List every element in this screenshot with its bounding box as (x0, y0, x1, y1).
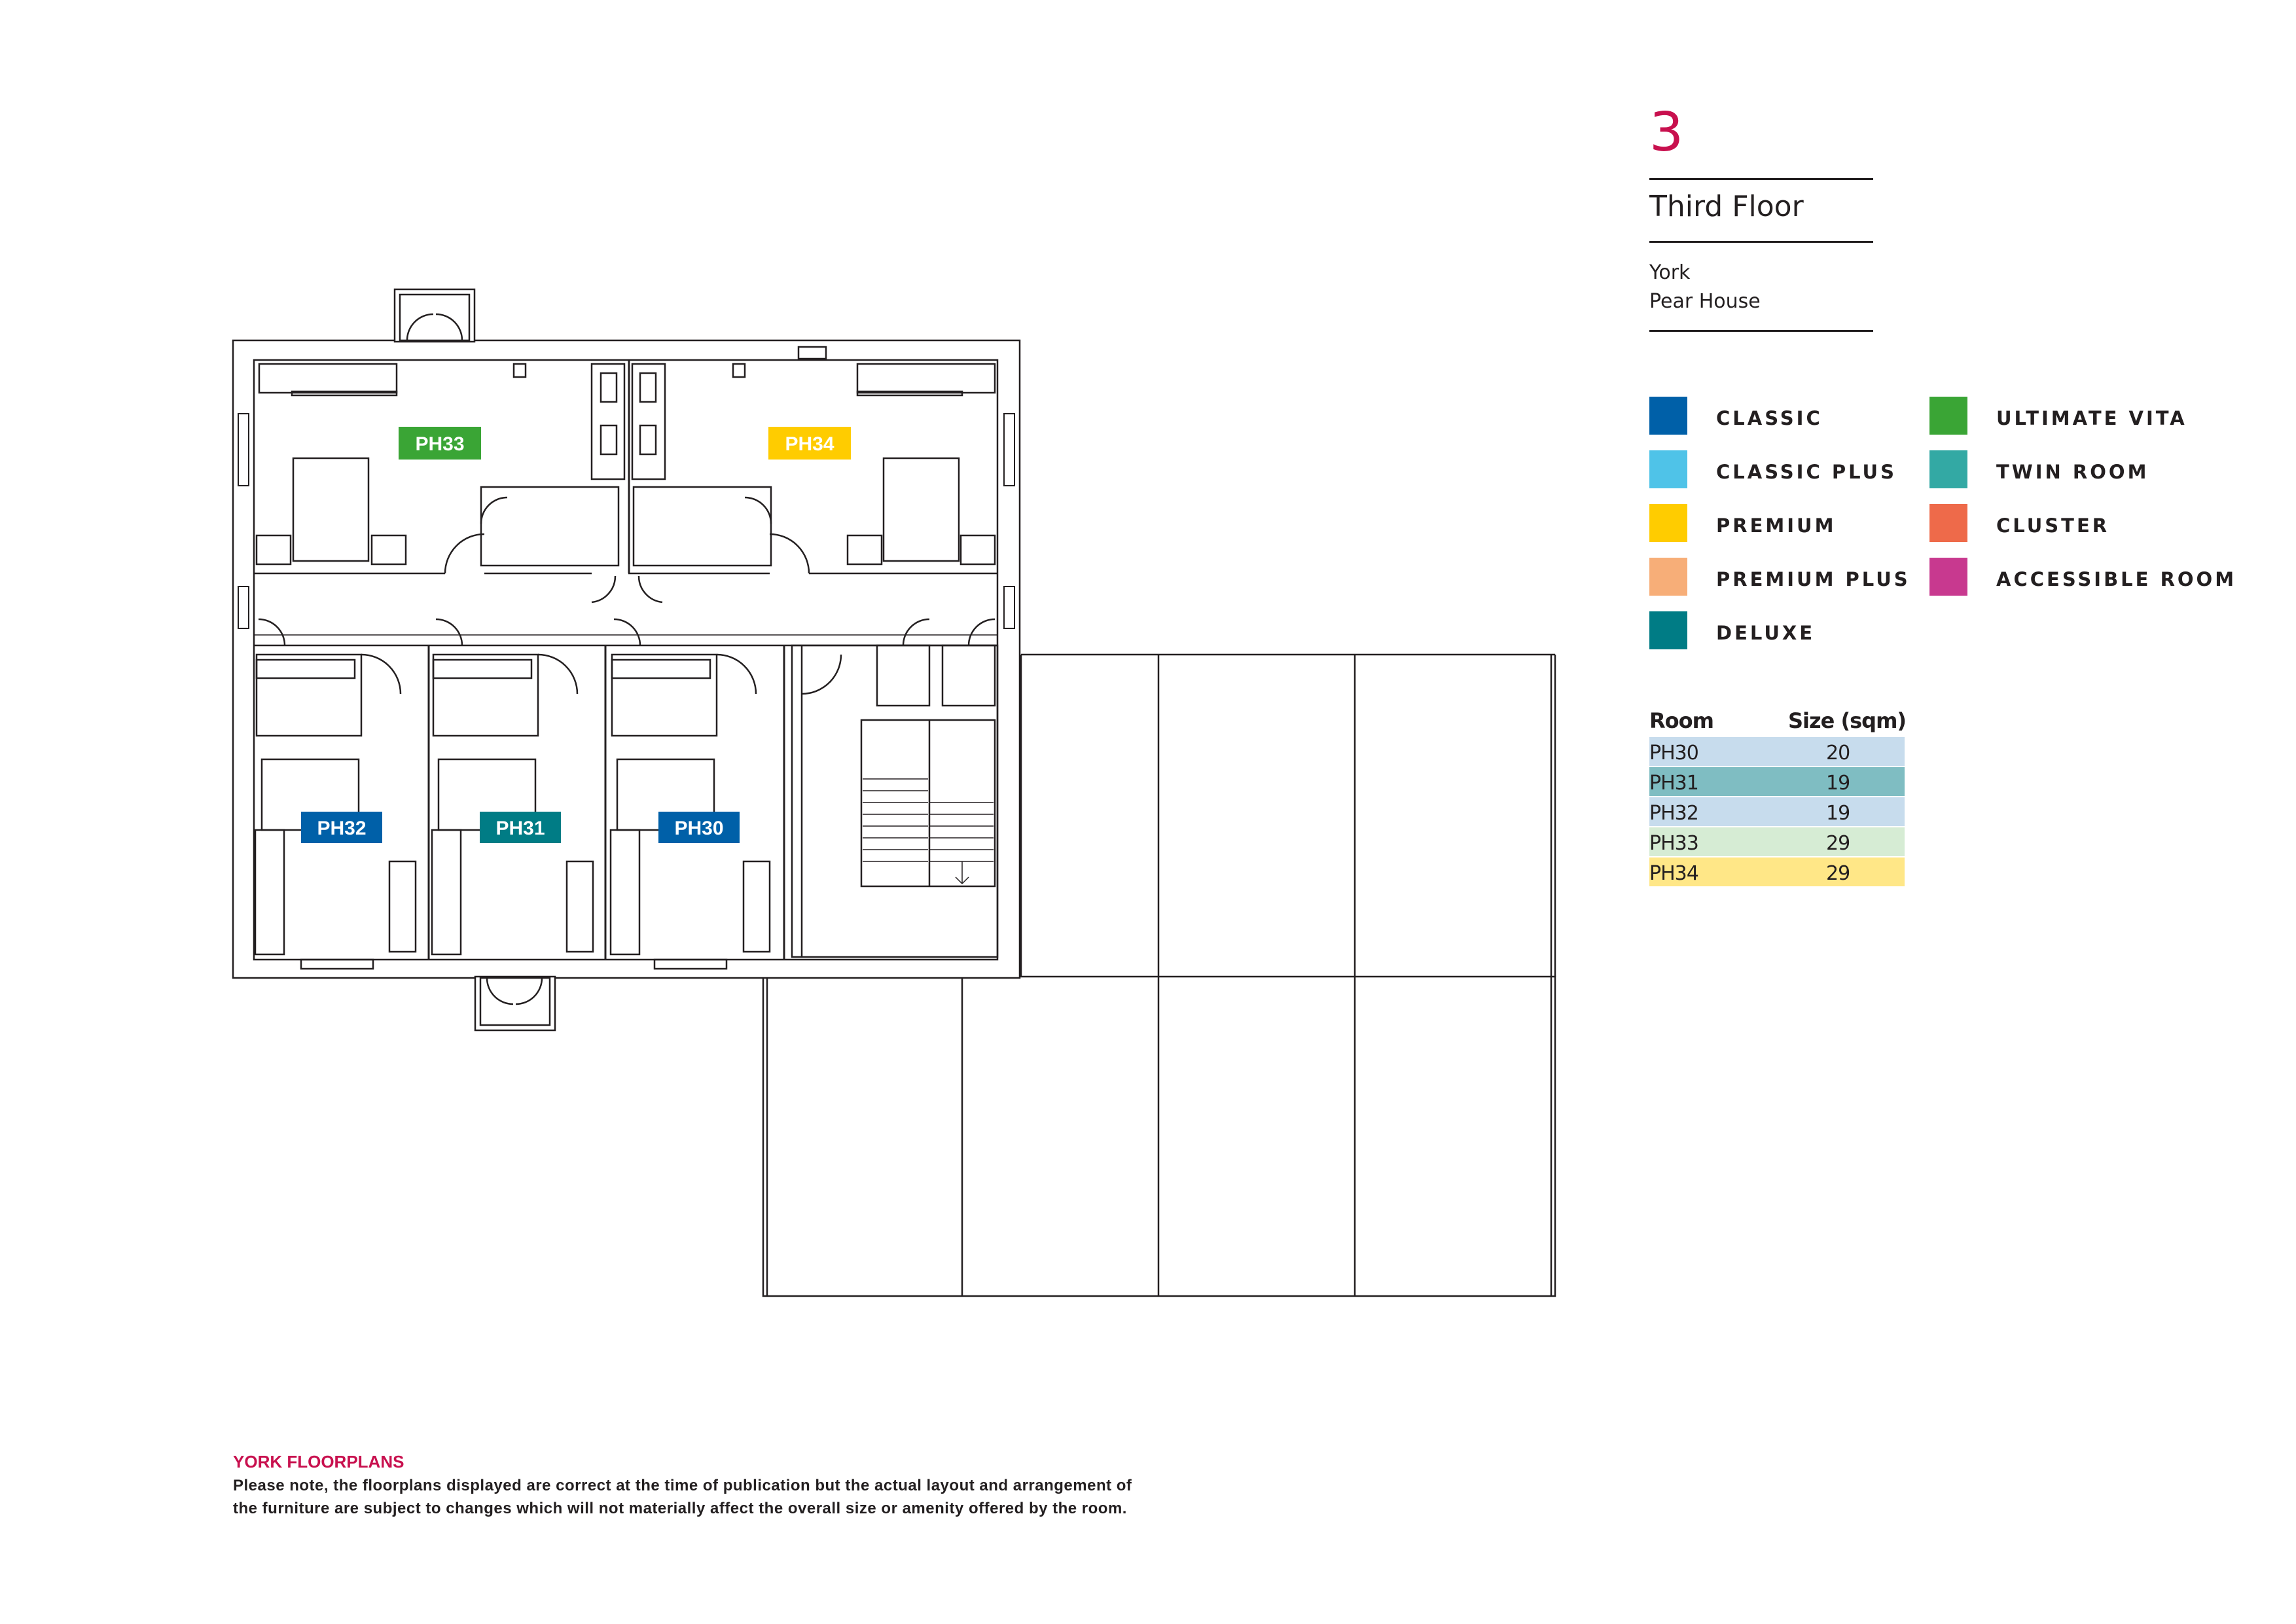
legend-swatch (1649, 397, 1687, 435)
room-ph34-plan (631, 346, 996, 604)
room-tag-ph30-label: PH30 (674, 818, 723, 839)
legend-label: PREMIUM (1716, 514, 1837, 537)
divider (1649, 241, 1873, 243)
balcony-top (393, 288, 476, 343)
table-cell-room: PH32 (1649, 802, 1699, 825)
legend-label: CLUSTER (1996, 514, 2110, 537)
room-tag-ph33: PH33 (399, 427, 481, 460)
room-tag-ph32: PH32 (301, 812, 382, 843)
legend-swatch (1929, 397, 1967, 435)
divider (1649, 178, 1873, 180)
footer-note-line: Please note, the floorplans displayed ar… (233, 1477, 1132, 1494)
roof-area (762, 653, 1556, 1297)
room-labels: PH33 PH34 PH32 PH31 PH30 (301, 427, 851, 843)
divider (1649, 330, 1873, 332)
legend-label: CLASSIC (1716, 407, 1823, 429)
legend-swatch (1649, 504, 1687, 542)
room-tag-ph30: PH30 (658, 812, 740, 843)
legend-label: ACCESSIBLE ROOM (1996, 568, 2237, 590)
legend-label: CLASSIC PLUS (1716, 461, 1897, 483)
floor-number: 3 (1649, 101, 1684, 164)
table-row: PH32 19 (1649, 797, 1905, 827)
legend-label: DELUXE (1716, 622, 1816, 644)
legend-swatch (1929, 504, 1967, 542)
table-cell-room: PH30 (1649, 742, 1699, 765)
table-cell-room: PH31 (1649, 772, 1699, 795)
room-tag-ph31-label: PH31 (495, 818, 545, 839)
room-ph33-plan (255, 363, 626, 604)
legend-label: PREMIUM PLUS (1716, 568, 1910, 590)
table-cell-size: 29 (1826, 832, 1850, 855)
table-row: PH33 29 (1649, 827, 1905, 857)
table-row: PH31 19 (1649, 767, 1905, 797)
floor-title: Third Floor (1649, 190, 1804, 223)
room-tag-ph31: PH31 (480, 812, 561, 843)
room-ph31-plan (431, 618, 594, 956)
table-header-room: Room (1649, 708, 1714, 733)
city-name: York (1649, 261, 1691, 284)
table-cell-size: 19 (1826, 802, 1850, 825)
building-name: Pear House (1649, 290, 1761, 313)
footer-note: Please note, the floorplans displayed ar… (233, 1474, 1215, 1520)
legend-swatch (1649, 558, 1687, 596)
room-tag-ph32-label: PH32 (317, 818, 366, 839)
table-cell-room: PH33 (1649, 832, 1699, 855)
room-tag-ph34-label: PH34 (785, 433, 834, 455)
windows (238, 413, 1015, 629)
room-tag-ph33-label: PH33 (415, 433, 464, 455)
table-header-size: Size (sqm) (1788, 708, 1907, 733)
footer-note-line: the furniture are subject to changes whi… (233, 1500, 1127, 1517)
stair-core (791, 618, 999, 958)
table-row: PH30 20 (1649, 737, 1905, 767)
table-row: PH34 29 (1649, 857, 1905, 888)
table-cell-size: 29 (1826, 862, 1850, 885)
stair-treads (863, 778, 994, 884)
legend-label: ULTIMATE VITA (1996, 407, 2187, 429)
table-cell-size: 19 (1826, 772, 1850, 795)
table-cell-size: 20 (1826, 742, 1850, 765)
room-ph30-plan (609, 618, 771, 970)
legend-swatch (1649, 450, 1687, 488)
legend-swatch (1649, 611, 1687, 649)
footer-title: YORK FLOORPLANS (233, 1452, 404, 1471)
room-ph32-plan (254, 618, 417, 970)
table-cell-room: PH34 (1649, 862, 1699, 885)
legend-label: TWIN ROOM (1996, 461, 2149, 483)
legend-swatch (1929, 558, 1967, 596)
legend-swatch (1929, 450, 1967, 488)
balcony-bottom (474, 975, 556, 1032)
room-tag-ph34: PH34 (768, 427, 851, 460)
